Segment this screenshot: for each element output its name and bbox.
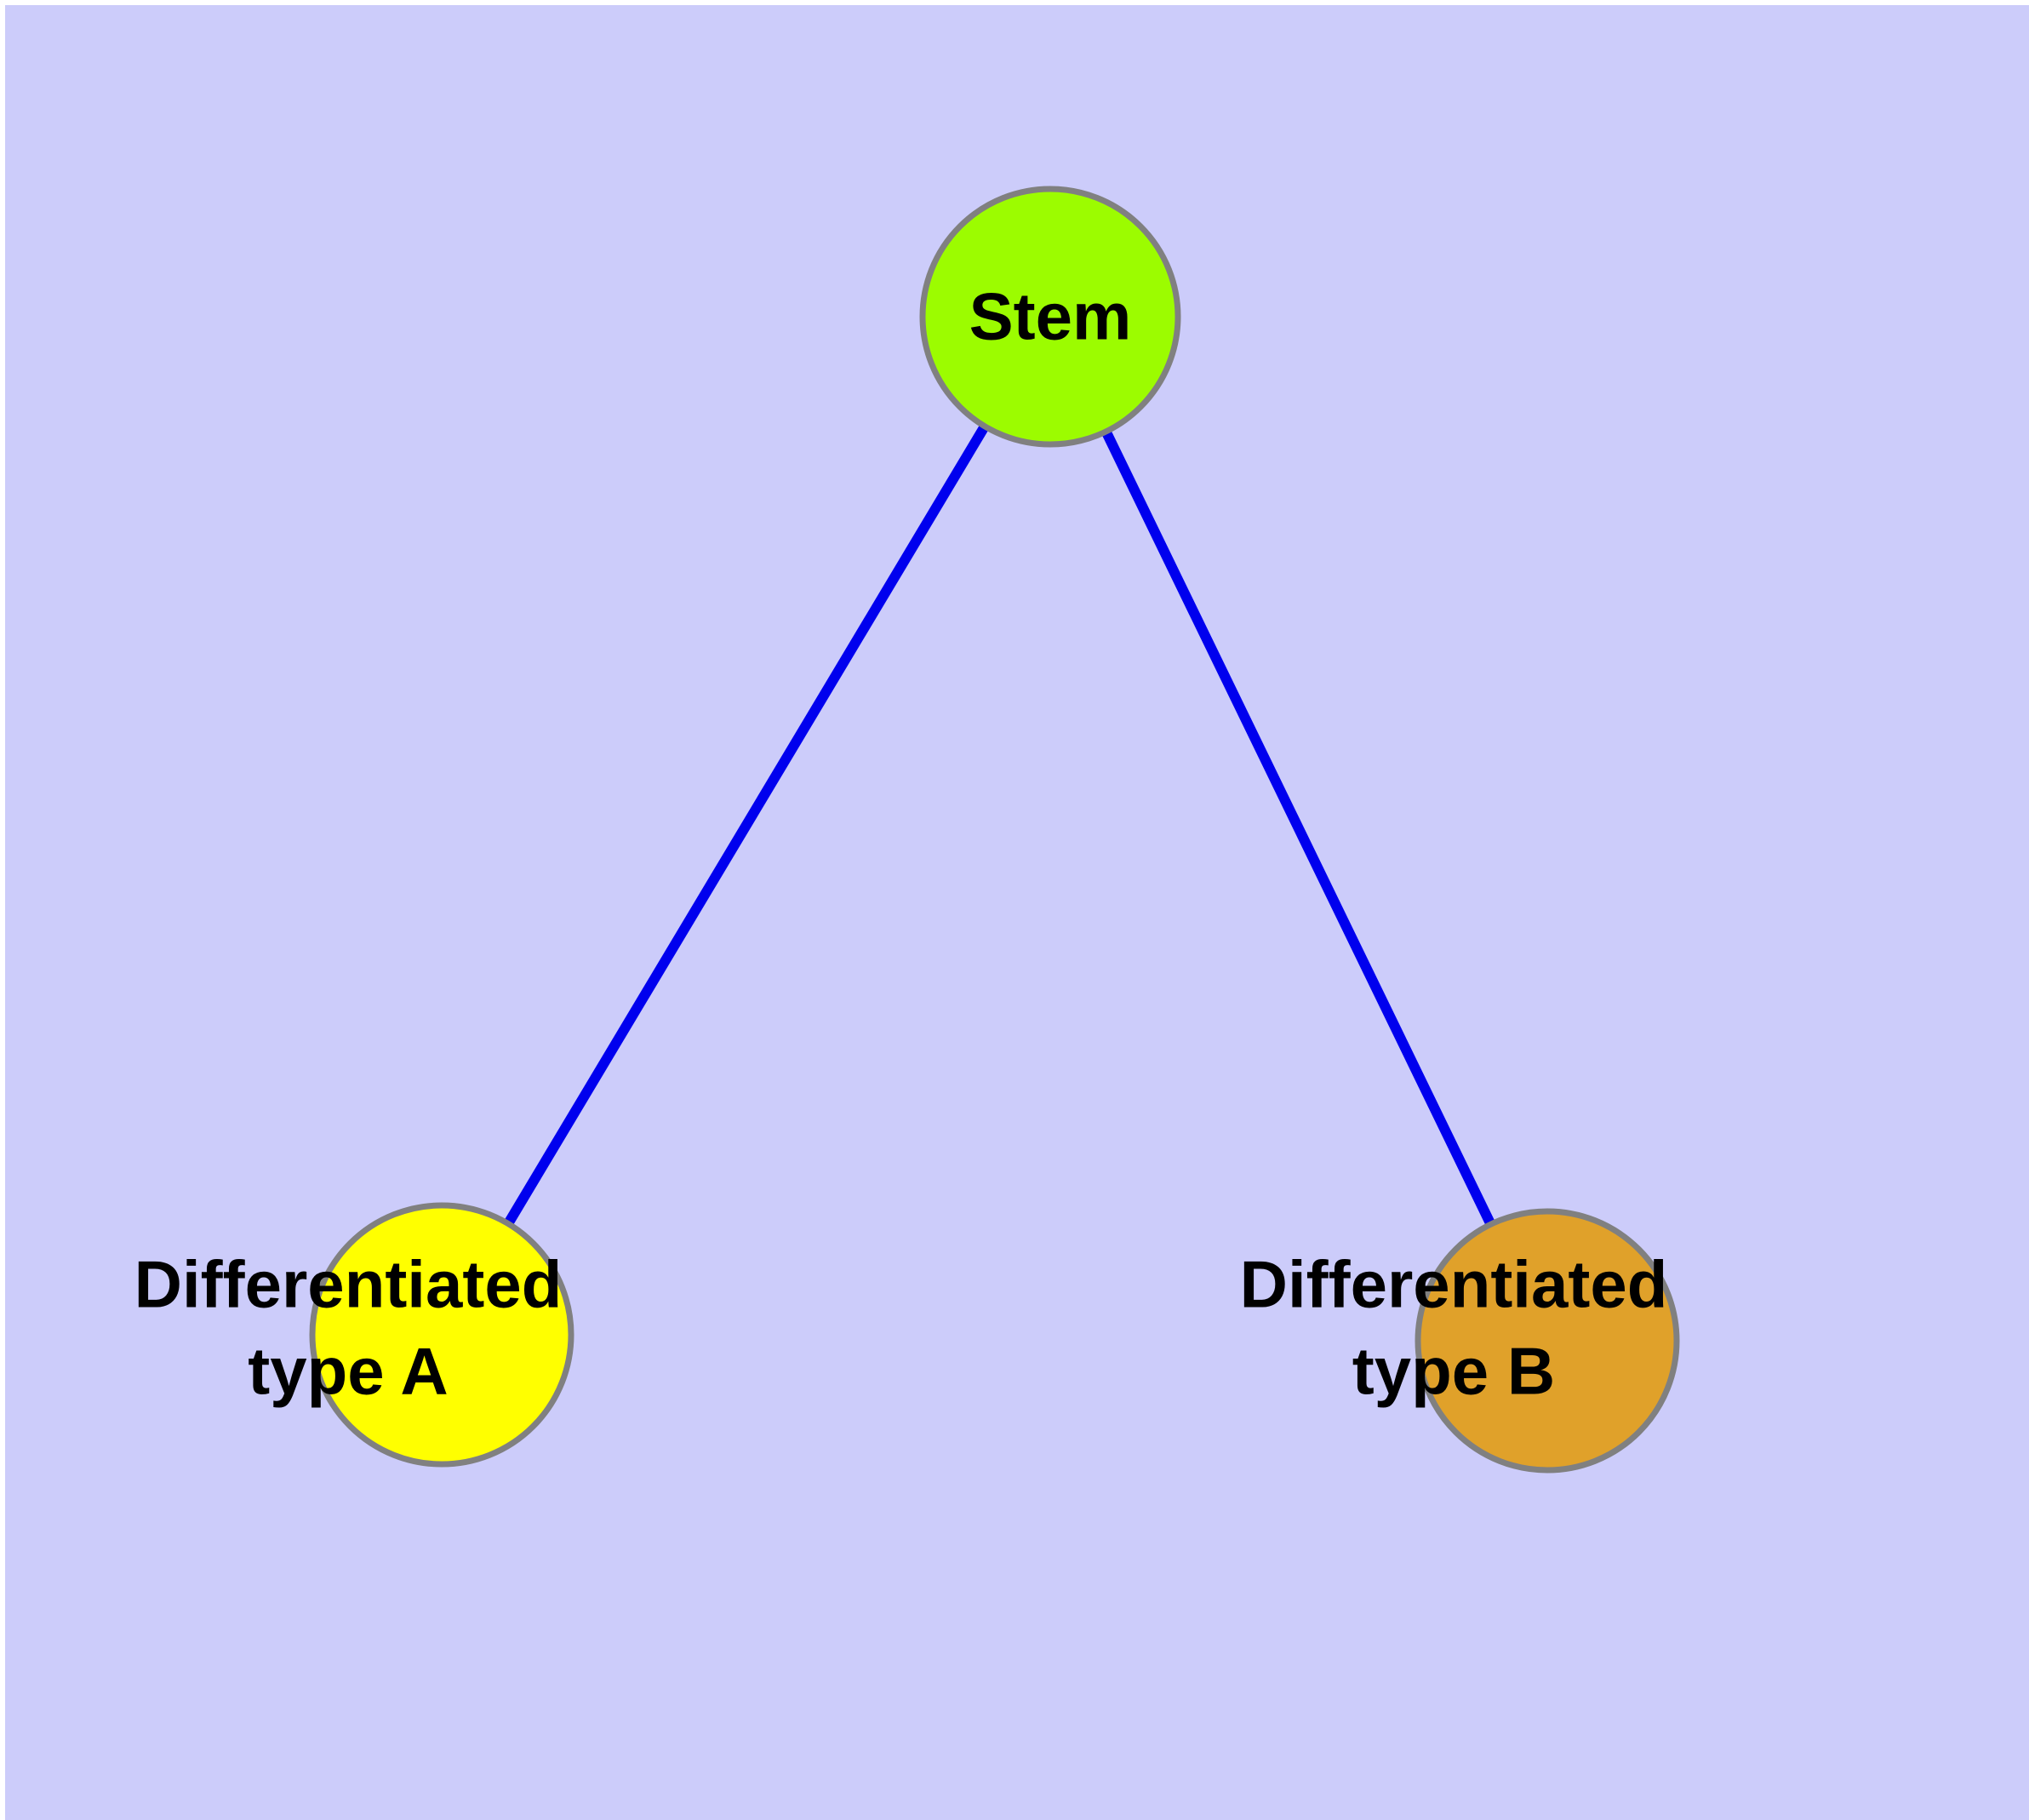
- node-differentiated-type-a[interactable]: [309, 1202, 574, 1468]
- node-label-differentiated-type-a-line2: type A: [248, 1334, 449, 1409]
- node-stem[interactable]: [919, 186, 1181, 448]
- label-group: Stem Differentiated type A Differentiate…: [134, 279, 1668, 1409]
- node-label-differentiated-type-b-line2: type B: [1352, 1334, 1555, 1409]
- node-group: [309, 186, 1680, 1474]
- node-label-differentiated-type-b: Differentiated type B: [1240, 1247, 1668, 1409]
- node-label-differentiated-type-a: Differentiated type A: [134, 1247, 563, 1409]
- edge-group: [437, 313, 1552, 1343]
- node-label-differentiated-type-b-line1: Differentiated: [1240, 1247, 1668, 1322]
- node-label-stem: Stem: [969, 279, 1132, 354]
- node-label-differentiated-type-a-line1: Differentiated: [134, 1247, 563, 1322]
- node-circle-differentiated-type-a[interactable]: [309, 1202, 574, 1468]
- node-circle-stem[interactable]: [919, 186, 1181, 448]
- edge-stem-to-differentiated-type-b[interactable]: [1045, 314, 1552, 1343]
- node-differentiated-type-b[interactable]: [1415, 1208, 1680, 1474]
- edge-stem-to-differentiated-type-a[interactable]: [437, 313, 1055, 1338]
- node-circle-differentiated-type-b[interactable]: [1415, 1208, 1680, 1474]
